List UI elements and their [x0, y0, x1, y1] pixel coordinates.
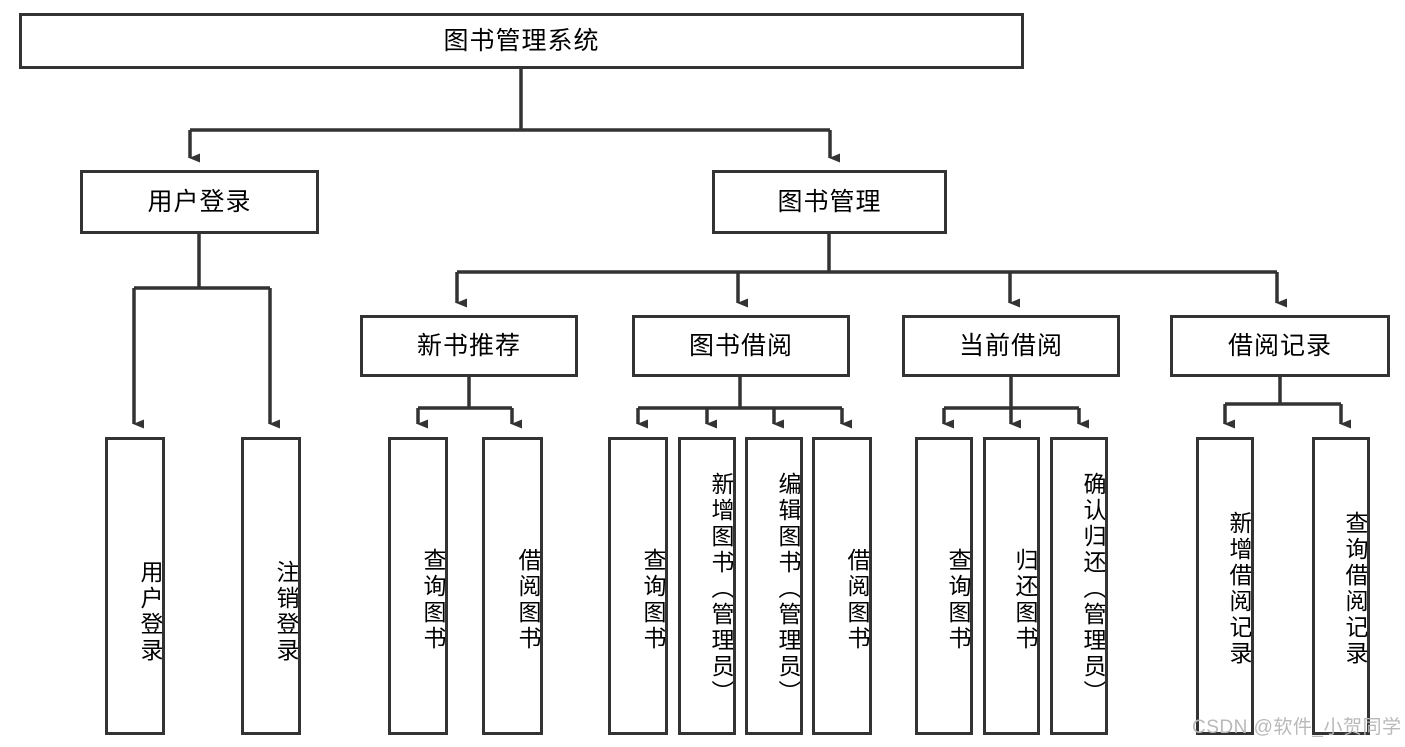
node-new-book-recommend[interactable]: 新书推荐: [360, 315, 578, 377]
leaf-borrow-book-new[interactable]: 借阅图书: [482, 437, 543, 735]
leaf-user-login[interactable]: 用户登录: [105, 437, 165, 735]
leaf-logout-login[interactable]: 注销登录: [241, 437, 301, 735]
leaf-return-book[interactable]: 归还图书: [983, 437, 1040, 735]
node-book-borrow[interactable]: 图书借阅: [632, 315, 850, 377]
node-current-borrow[interactable]: 当前借阅: [902, 315, 1120, 377]
leaf-query-borrow-record[interactable]: 查询借阅记录: [1312, 437, 1370, 735]
leaf-query-book-current[interactable]: 查询图书: [915, 437, 973, 735]
leaf-add-borrow-record[interactable]: 新增借阅记录: [1196, 437, 1254, 735]
node-book-management[interactable]: 图书管理: [712, 170, 947, 234]
node-user-login[interactable]: 用户登录: [80, 170, 319, 234]
leaf-confirm-return-admin[interactable]: 确认归还（管理员）: [1050, 437, 1108, 735]
node-root-system[interactable]: 图书管理系统: [19, 13, 1024, 69]
leaf-add-book-admin[interactable]: 新增图书（管理员）: [678, 437, 736, 735]
csdn-watermark: CSDN @软件_小贺同学: [1192, 717, 1402, 738]
leaf-query-book-borrow[interactable]: 查询图书: [608, 437, 668, 735]
node-borrow-records[interactable]: 借阅记录: [1170, 315, 1390, 377]
leaf-borrow-book[interactable]: 借阅图书: [812, 437, 872, 735]
leaf-query-book-new[interactable]: 查询图书: [388, 437, 448, 735]
leaf-edit-book-admin[interactable]: 编辑图书（管理员）: [745, 437, 803, 735]
